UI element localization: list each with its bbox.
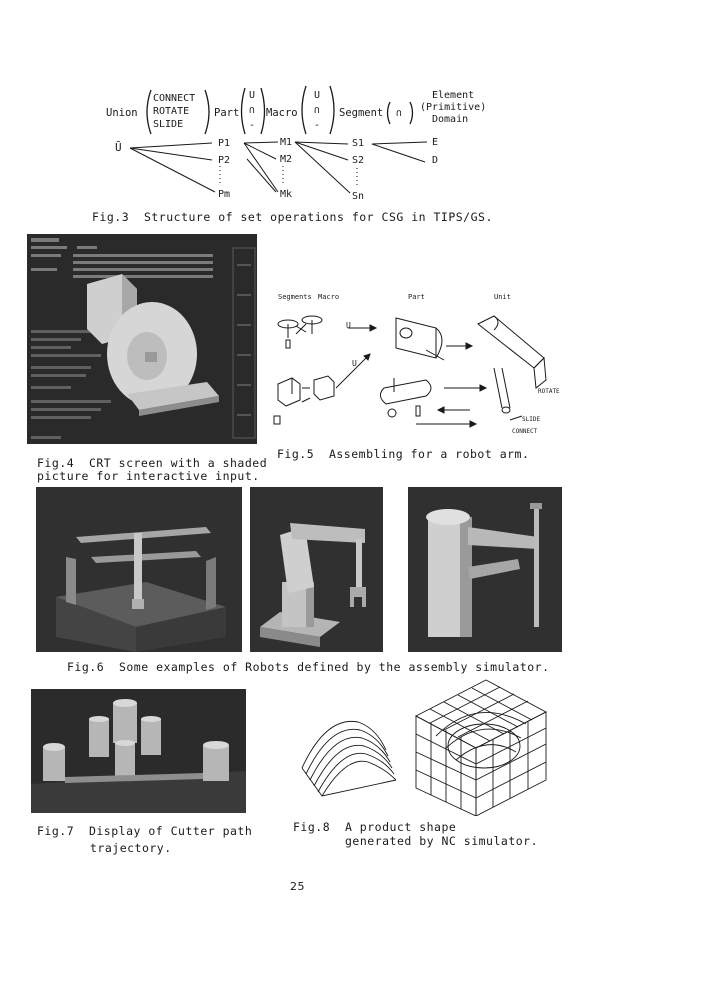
segment-op-brackets [386,101,414,125]
fig7-caption-line2: trajectory. [90,841,172,855]
tree-s2: S2 [352,155,365,166]
macro-op-union: U [314,90,321,101]
part-op-intersect: ∩ [249,105,256,116]
macro-ops-brackets [301,85,335,135]
tree-d: D [432,155,439,166]
element-label: Element [432,90,475,101]
label-connect: CONNECT [512,428,538,435]
articulated-robot-graphic [250,487,383,652]
fig8-caption-line1: Fig.8 A product shape [293,820,457,834]
part-ops-brackets [240,87,266,135]
op-rotate: ROTATE [153,106,190,117]
macro-op-minus: - [314,120,321,131]
fig6-robot-scara-photo [408,487,562,652]
part-label: Part [214,107,240,119]
tree-m1: M1 [280,137,293,148]
fig6-robot-arm-photo [250,487,383,652]
cutter-path-graphic [31,689,246,813]
gantry-robot-graphic [36,487,242,652]
domain-label: Domain [432,114,469,125]
op-slide: SLIDE [153,119,184,130]
label-unit: Unit [494,293,511,301]
tree-pm: Pm [218,189,231,200]
label-macro: Macro [318,293,340,301]
fig6-robot-gantry-photo [36,487,242,652]
tree-p2: P2 [218,155,231,166]
tree-s1: S1 [352,138,365,149]
segment-op-intersect: ∩ [396,108,403,119]
label-rotate: ROTATE [538,388,560,395]
fig4-caption-line2: picture for interactive input. [37,469,260,483]
macro-label: Macro [266,107,298,119]
primitive-label: (Primitive) [420,102,487,113]
tree-sn: Sn [352,191,365,202]
segment-label: Segment [339,107,384,119]
tree-p1: P1 [218,138,231,149]
part-op-minus: - [249,120,256,131]
fig7-caption-line1: Fig.7 Display of Cutter path [37,824,253,838]
fig8-product-shape-drawing [296,676,556,817]
op-connect: CONNECT [153,93,196,104]
label-slide: SLIDE [522,416,541,423]
fig3-caption: Fig.3 Structure of set operations for CS… [92,210,493,224]
fig5-caption: Fig.5 Assembling for a robot arm. [277,447,530,461]
label-part: Part [408,293,425,301]
tree-e: E [432,137,439,148]
nc-simulator-wireframe [301,679,547,817]
crt-screen-graphic [27,234,257,444]
set-operation-tree-edges [129,141,428,194]
scara-robot-graphic [408,487,562,652]
fig4-crt-photo [27,234,257,444]
assembly-sketches [273,315,547,428]
fig7-cutter-path-photo [31,689,246,813]
fig6-caption: Fig.6 Some examples of Robots defined by… [67,660,550,674]
union-label: Union [106,107,138,119]
tree-root: Ū [115,141,122,154]
tree-m2: M2 [280,154,293,165]
fig4-caption-line1: Fig.4 CRT screen with a shaded [37,456,268,470]
part-op-union: U [249,90,256,101]
label-segments: Segments [278,293,312,301]
ops-brackets [146,89,210,135]
macro-op-intersect: ∩ [314,105,321,116]
page-number: 25 [290,880,305,893]
arrow-union-2: U [352,359,357,368]
tree-mk: Mk [280,189,293,200]
fig8-caption-line2: generated by NC simulator. [345,834,539,848]
arrow-union-1: U [346,321,351,330]
fig5-assembly-diagram: Segments Macro Part Unit [266,288,566,438]
